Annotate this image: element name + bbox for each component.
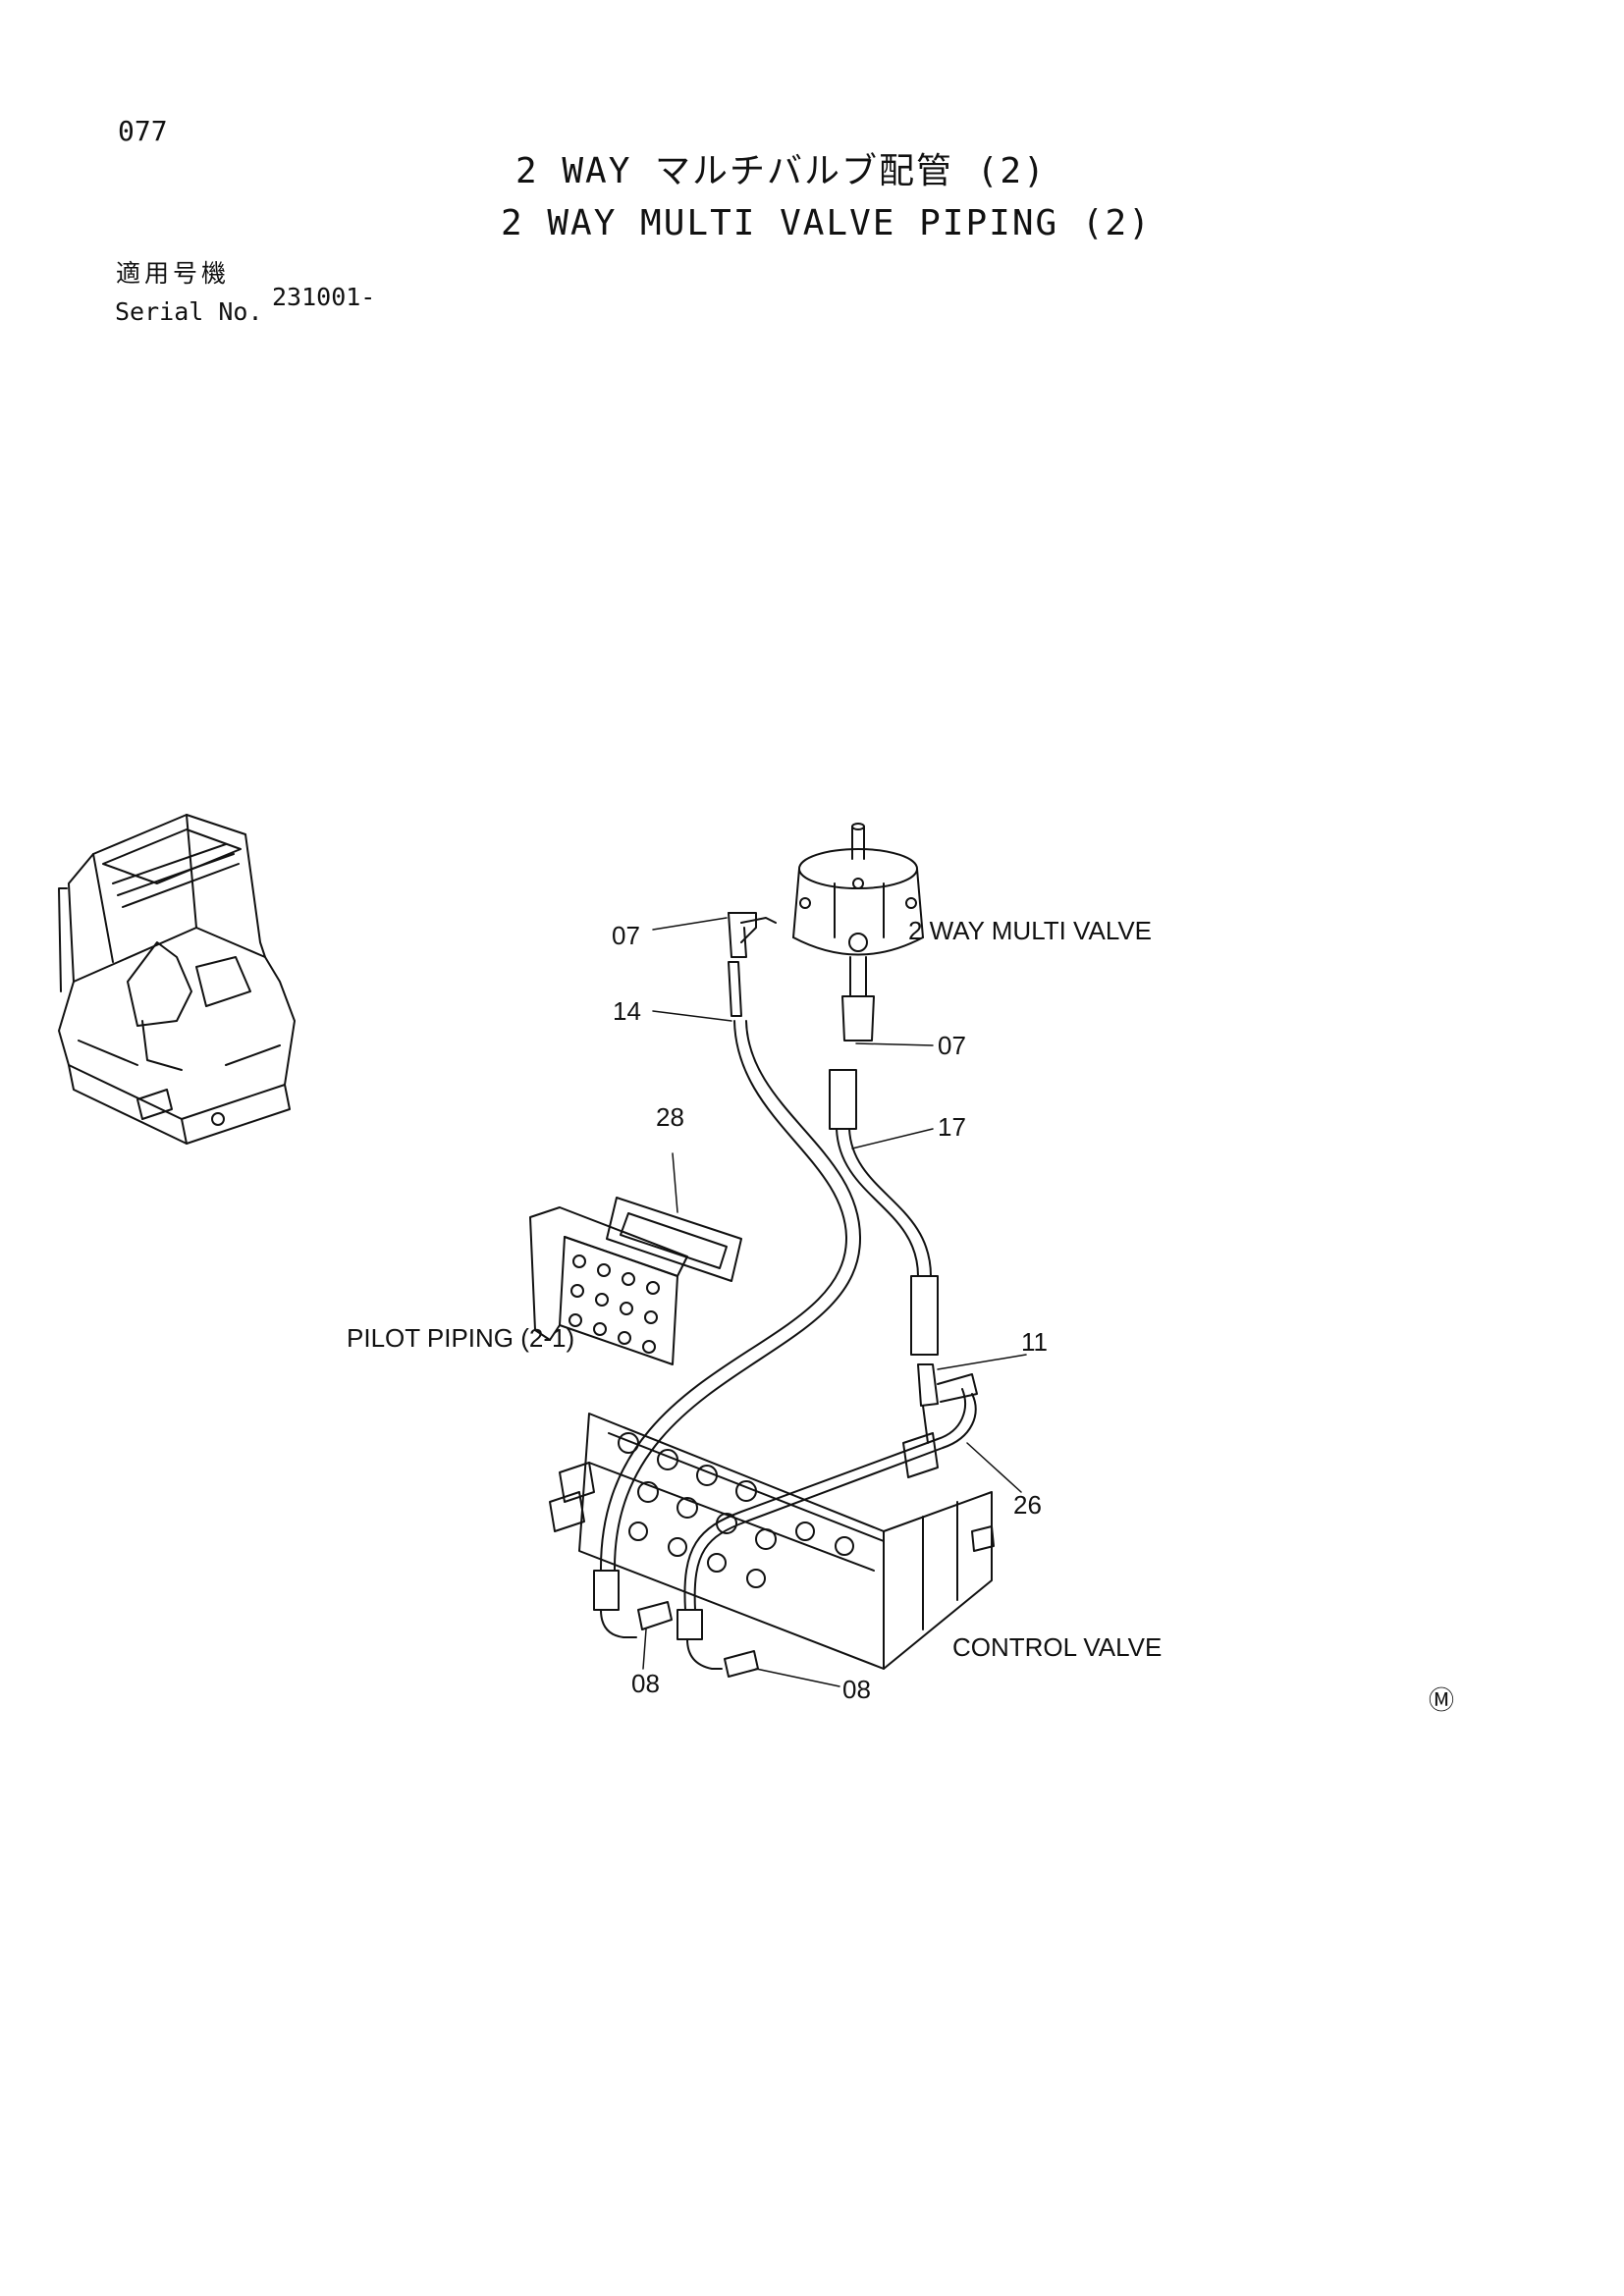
pilot-piping-plates [529,1197,742,1365]
control-valve-label: CONTROL VALVE [952,1632,1163,1662]
callout-07-lower: 07 [938,1031,966,1060]
elbow-fitting-07 [728,912,777,958]
callout-leaders [642,917,1027,1687]
serial-label-japanese: 適用号機 [116,259,231,288]
callout-11: 11 [1021,1327,1048,1357]
page-number: 077 [118,115,168,147]
control-valve-drawing [549,1413,995,1670]
serial-label-english: Serial No. [115,297,263,326]
callout-08-left: 08 [631,1669,660,1698]
callout-14: 14 [613,996,641,1026]
page-title-japanese: 2 WAY マルチバルブ配管 (2) [515,151,1047,191]
m-mark: Ⓜ [1429,1686,1455,1716]
serial-number-value: 231001- [272,283,376,311]
multi-valve-label: 2 WAY MULTI VALVE [908,916,1153,945]
callout-26: 26 [1013,1490,1042,1520]
callout-07-upper: 07 [612,921,640,950]
tee-fitting-11 [917,1363,978,1444]
pilot-piping-label: PILOT PIPING (2-1) [347,1323,575,1353]
hose-14 [593,961,862,1638]
hose-17 [829,1069,939,1356]
callout-17: 17 [938,1112,966,1142]
callout-08-right: 08 [842,1675,871,1704]
callout-28: 28 [656,1102,684,1132]
excavator-thumbnail-icon [58,814,296,1145]
page-title-english: 2 WAY MULTI VALVE PIPING (2) [501,203,1152,243]
pipe-26 [677,1388,977,1670]
multi-valve-drawing [792,823,924,1041]
